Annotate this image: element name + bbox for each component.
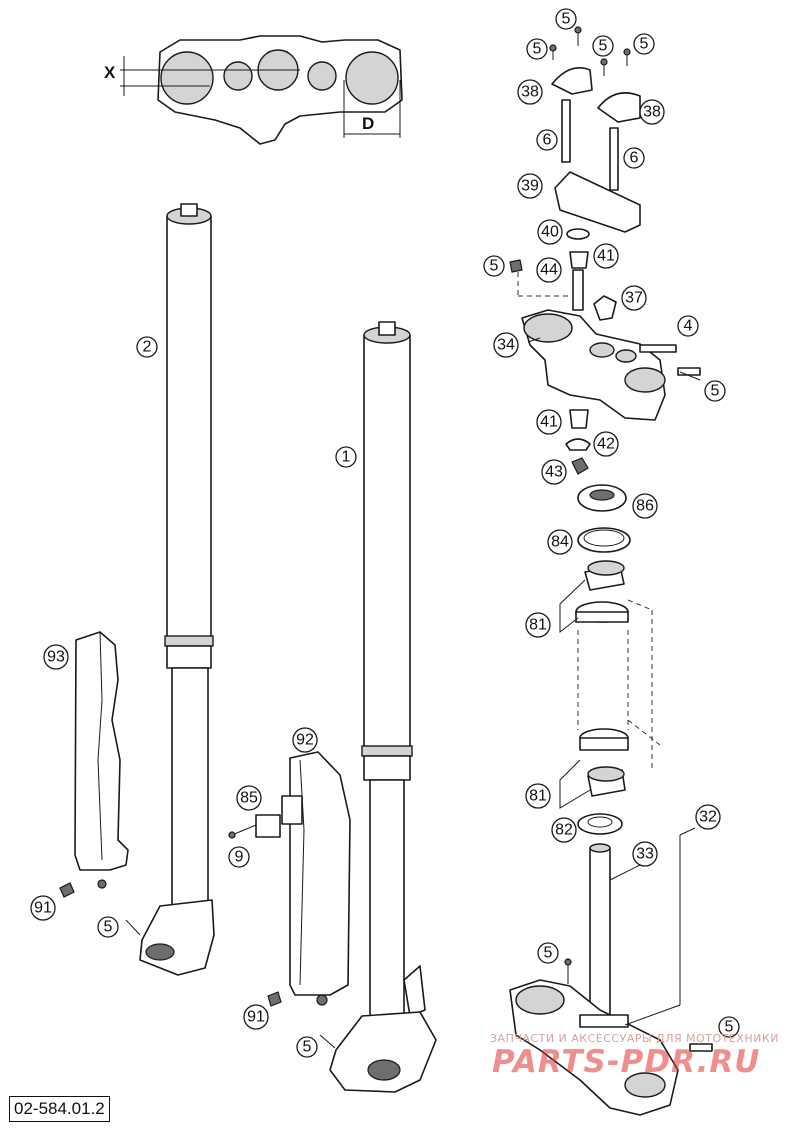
callout: 5 bbox=[555, 8, 577, 30]
callout: 93 bbox=[43, 644, 69, 670]
guard-screws bbox=[59, 882, 336, 1049]
fork-leg-center bbox=[329, 321, 437, 1093]
svg-text:91: 91 bbox=[34, 900, 52, 917]
svg-text:37: 37 bbox=[625, 290, 643, 307]
callout: 33 bbox=[632, 841, 658, 867]
svg-text:91: 91 bbox=[247, 1009, 265, 1026]
callout: 81 bbox=[525, 783, 551, 809]
callout: 4 bbox=[677, 315, 699, 337]
fork-guard-right bbox=[289, 751, 351, 1006]
callout: 5 bbox=[537, 942, 559, 964]
callout: 5 bbox=[296, 1036, 318, 1058]
callout: 40 bbox=[537, 219, 563, 245]
callout: 6 bbox=[623, 147, 645, 169]
callout: 84 bbox=[547, 529, 573, 555]
steering-head-parts bbox=[509, 26, 713, 1116]
callout: 38 bbox=[517, 79, 543, 105]
svg-text:6: 6 bbox=[543, 132, 552, 149]
svg-text:5: 5 bbox=[490, 258, 499, 275]
svg-text:5: 5 bbox=[303, 1039, 312, 1056]
svg-text:5: 5 bbox=[533, 41, 542, 58]
callout: 1 bbox=[335, 446, 357, 468]
svg-text:41: 41 bbox=[597, 248, 615, 265]
svg-text:86: 86 bbox=[636, 498, 654, 515]
callout: 5 bbox=[483, 255, 505, 277]
callout: 91 bbox=[30, 895, 56, 921]
svg-text:4: 4 bbox=[684, 318, 693, 335]
svg-text:40: 40 bbox=[541, 224, 559, 241]
callout: 34 bbox=[493, 332, 519, 358]
callout: 5 bbox=[633, 33, 655, 55]
diagram-code-label: 02-584.01.2 bbox=[9, 1096, 110, 1122]
svg-text:5: 5 bbox=[725, 1019, 734, 1036]
svg-text:85: 85 bbox=[240, 790, 258, 807]
svg-text:84: 84 bbox=[551, 534, 569, 551]
svg-text:38: 38 bbox=[521, 84, 539, 101]
svg-text:1: 1 bbox=[342, 449, 351, 466]
watermark-caption: ЗАПЧАСТИ И АКСЕССУАРЫ ДЛЯ МОТОТЕХНИКИ bbox=[490, 1032, 779, 1045]
callout: 5 bbox=[97, 916, 119, 938]
svg-text:9: 9 bbox=[235, 849, 244, 866]
callout: 38 bbox=[639, 99, 665, 125]
svg-text:41: 41 bbox=[540, 414, 558, 431]
svg-text:92: 92 bbox=[296, 732, 314, 749]
callout: 32 bbox=[695, 804, 721, 830]
callout: 41 bbox=[593, 243, 619, 269]
callout: 81 bbox=[525, 612, 551, 638]
svg-text:42: 42 bbox=[597, 436, 615, 453]
triple-clamp-detail: X D bbox=[104, 35, 403, 145]
callout: 92 bbox=[292, 727, 318, 753]
dimension-x-label: X bbox=[104, 63, 116, 82]
svg-text:43: 43 bbox=[545, 464, 563, 481]
svg-text:93: 93 bbox=[47, 649, 65, 666]
callout: 85 bbox=[236, 785, 262, 811]
callout: 82 bbox=[551, 817, 577, 843]
callout: 91 bbox=[243, 1004, 269, 1030]
fork-guard-left bbox=[74, 631, 129, 889]
callout: 5 bbox=[592, 35, 614, 57]
svg-text:5: 5 bbox=[104, 919, 113, 936]
callout: 44 bbox=[536, 257, 562, 283]
callout: 86 bbox=[632, 493, 658, 519]
callout: 41 bbox=[536, 409, 562, 435]
dimension-d-label: D bbox=[362, 114, 374, 133]
cable-clamp bbox=[228, 795, 303, 839]
callout: 43 bbox=[541, 459, 567, 485]
svg-text:34: 34 bbox=[497, 337, 515, 354]
svg-text:5: 5 bbox=[599, 38, 608, 55]
svg-text:39: 39 bbox=[521, 178, 539, 195]
callout: 5 bbox=[526, 38, 548, 60]
svg-text:81: 81 bbox=[529, 617, 547, 634]
svg-text:81: 81 bbox=[529, 788, 547, 805]
callout: 5 bbox=[704, 380, 726, 402]
svg-text:82: 82 bbox=[555, 822, 573, 839]
svg-text:44: 44 bbox=[540, 262, 558, 279]
svg-text:5: 5 bbox=[544, 945, 553, 962]
callout: 9 bbox=[228, 846, 250, 868]
callout: 6 bbox=[536, 129, 558, 151]
callout: 42 bbox=[593, 431, 619, 457]
svg-text:32: 32 bbox=[699, 809, 717, 826]
svg-text:33: 33 bbox=[636, 846, 654, 863]
callout: 2 bbox=[136, 336, 158, 358]
watermark-logo: PARTS-PDR.RU bbox=[492, 1044, 761, 1080]
callout: 39 bbox=[517, 173, 543, 199]
svg-text:5: 5 bbox=[562, 11, 571, 28]
svg-text:5: 5 bbox=[640, 36, 649, 53]
callout: 5 bbox=[718, 1016, 740, 1038]
svg-text:5: 5 bbox=[711, 383, 720, 400]
fork-leg-left bbox=[139, 203, 215, 976]
svg-text:6: 6 bbox=[630, 150, 639, 167]
svg-text:2: 2 bbox=[143, 339, 152, 356]
svg-text:38: 38 bbox=[643, 104, 661, 121]
callout: 37 bbox=[621, 285, 647, 311]
